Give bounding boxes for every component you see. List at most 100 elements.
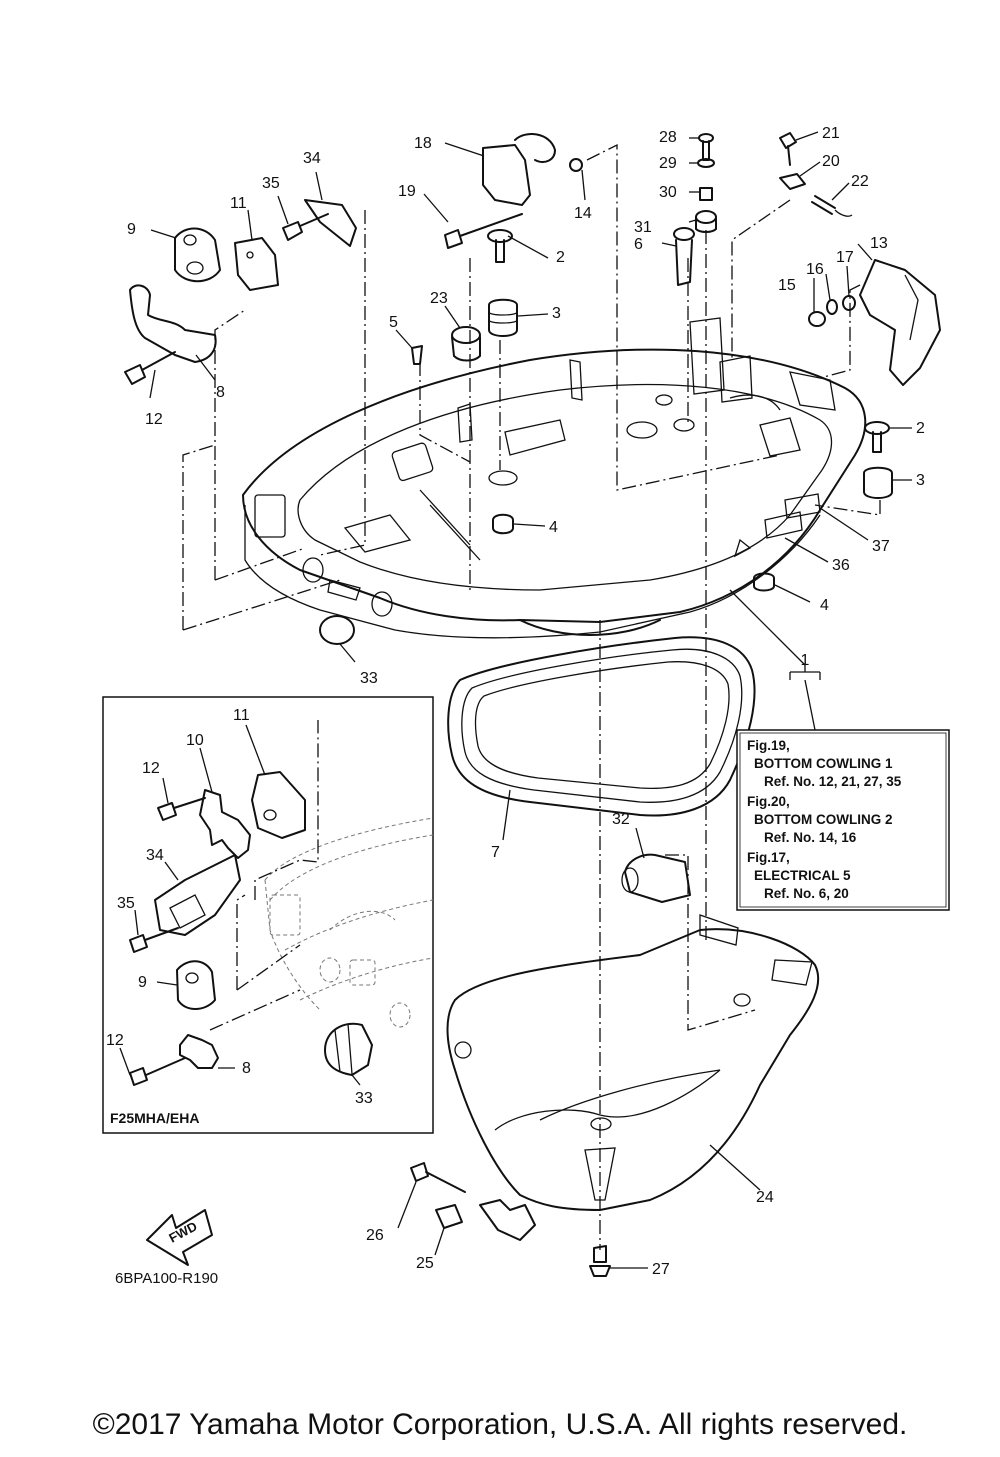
inset-part-35-screw [129,927,179,953]
callout-7: 7 [491,844,500,861]
ref-line: Fig.17, [747,850,790,865]
callout-33: 33 [355,1090,373,1107]
callout-3: 3 [916,472,925,489]
callout-4: 4 [820,597,829,614]
ref-line: BOTTOM COWLING 1 [754,756,893,771]
callout-2: 2 [556,249,565,266]
part-2-bolt-a [487,229,513,263]
part-22-spring [811,195,853,217]
bottom-cowling-shell [242,317,867,639]
part-28-bolt [698,133,714,161]
part-3-grommet-a [488,298,518,337]
callout-22: 22 [851,173,869,190]
callout-12: 12 [145,411,163,428]
fwd-label: FWD [166,1219,199,1246]
callout-8: 8 [216,384,225,401]
inset-part-33-grommet [324,1022,373,1076]
callout-28: 28 [659,129,677,146]
part-13-lever [859,259,941,386]
part-31-spacer [699,187,713,201]
callout-35: 35 [262,175,280,192]
part-11-bracket [234,237,279,291]
callout-16: 16 [806,261,824,278]
callout-19: 19 [398,183,416,200]
part-4-collar-b [753,572,775,592]
part-8-clip [129,284,217,363]
copyright-notice: ©2017 Yamaha Motor Corporation, U.S.A. A… [92,1408,908,1441]
callout-9: 9 [127,221,136,238]
lower-cowling-shell [446,914,820,1211]
callout-17: 17 [836,249,854,266]
inset-part-34-bracket [154,854,241,936]
part-14-bushing [569,158,583,172]
inset-part-10-clip [199,789,251,859]
part-15-bushing [808,311,826,327]
callout-21: 21 [822,125,840,142]
ref-line: BOTTOM COWLING 2 [754,812,893,827]
callout-9: 9 [138,974,147,991]
seal-gasket [447,636,756,817]
callout-12: 12 [106,1032,124,1049]
callout-13: 13 [870,235,888,252]
alignment-lines [182,143,881,1250]
callout-3: 3 [552,305,561,322]
part-35-screw [282,213,329,241]
callout-8: 8 [242,1060,251,1077]
ref-line: Ref. No. 12, 21, 27, 35 [764,774,902,789]
inset-part-12-bolt-a [157,797,206,821]
callout-34: 34 [303,150,321,167]
part-23-plug [451,326,481,362]
ref-line: ELECTRICAL 5 [754,868,851,883]
ref-line: Fig.19, [747,738,790,753]
part-21-screw [779,132,797,166]
callout-labels: 1 2 2 3 3 4 4 5 6 7 8 8 9 9 10 11 11 12 … [106,125,925,1278]
fwd-arrow-icon [146,1209,213,1266]
inset-part-11-bracket [251,771,306,839]
part-bracket-lower [479,1199,536,1241]
part-6-holder [673,227,695,286]
leader-lines [149,131,912,1269]
part-5-stud [411,345,423,365]
callout-31: 31 [634,219,652,236]
part-3-grommet-b [863,466,893,499]
callout-23: 23 [430,290,448,307]
part-20-clamp [779,173,806,190]
callout-26: 26 [366,1227,384,1244]
part-30-grommet [695,210,717,233]
ref-line: Ref. No. 6, 20 [764,886,849,901]
reference-box [736,729,950,911]
callout-20: 20 [822,153,840,170]
part-2-bolt-b [864,421,890,453]
callout-34: 34 [146,847,164,864]
callout-18: 18 [414,135,432,152]
part-27-screw [589,1245,611,1277]
part-32-grommet [621,853,691,903]
ref-line: Fig.20, [747,794,790,809]
reference-box-text: Fig.19, BOTTOM COWLING 1 Ref. No. 12, 21… [747,738,902,901]
callout-29: 29 [659,155,677,172]
inset-label: F25MHA/EHA [110,1110,199,1126]
part-18-bracket [482,133,556,206]
part-25-clip [435,1204,463,1229]
callout-11: 11 [233,707,250,724]
callout-32: 32 [612,811,630,828]
callout-24: 24 [756,1189,774,1206]
part-9-grommet [174,227,221,283]
part-17-washer [842,295,856,311]
callout-10: 10 [186,732,204,749]
part-34-plate [304,199,357,247]
callout-36: 36 [832,557,850,574]
inset-part-12-bolt-b [129,1057,186,1086]
inset-part-9-grommet [176,960,216,1010]
callout-12: 12 [142,760,160,777]
callout-1: 1 [801,652,810,669]
callout-4: 4 [549,519,558,536]
part-4-collar-a [492,513,514,535]
callout-33: 33 [360,670,378,687]
part-26-bolt [410,1162,466,1193]
callout-30: 30 [659,184,677,201]
callout-37: 37 [872,538,890,555]
callout-6: 6 [634,236,643,253]
callout-15: 15 [778,277,796,294]
